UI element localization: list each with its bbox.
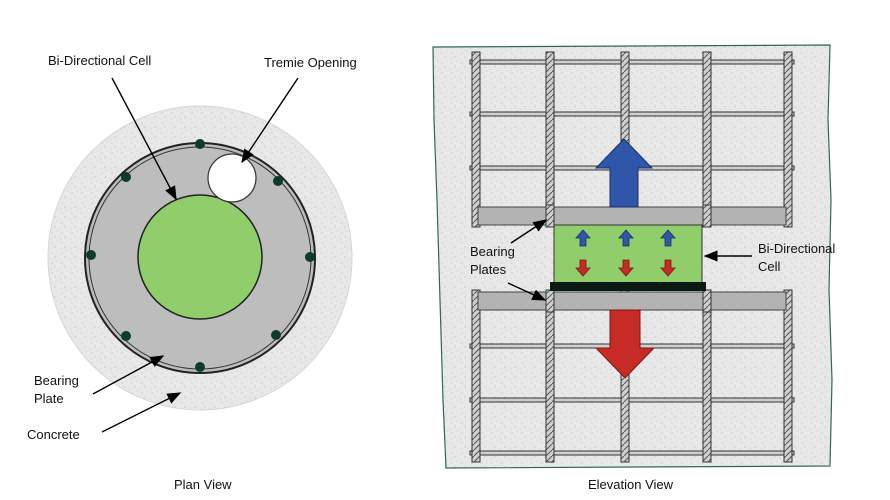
- label-tremie-opening: Tremie Opening: [264, 55, 357, 70]
- small-down-arrow: [618, 259, 634, 277]
- small-up-arrow: [618, 229, 634, 247]
- small-down-arrow: [660, 259, 676, 277]
- rebar-over-plates: [545, 204, 712, 313]
- label-bidirectional-cell: Bi-Directional Cell: [48, 53, 152, 68]
- tie-bar: [469, 450, 795, 456]
- rebar-dot: [121, 331, 131, 341]
- small-up-arrow: [575, 229, 591, 247]
- rebar-vertical: [783, 289, 793, 463]
- label-bearing-plates-line1: Bearing: [470, 244, 515, 259]
- leader-tremie-opening: [241, 77, 299, 164]
- small-down-arrow: [575, 259, 591, 277]
- label-bearing-plate-line2: Plate: [34, 391, 64, 406]
- tie-bar: [469, 111, 795, 117]
- plan-view: [47, 77, 353, 433]
- cell-base-plate: [550, 282, 706, 291]
- lower-bearing-plate: [477, 291, 787, 311]
- cell-down-arrows: [575, 259, 676, 277]
- rebar-dots: [86, 139, 315, 372]
- label-bearing-plates-line2: Plates: [470, 262, 507, 277]
- leader-bearing-plate: [92, 355, 165, 395]
- rebar-vertical: [471, 289, 481, 463]
- rebar-vertical: [783, 51, 793, 228]
- label-concrete: Concrete: [27, 427, 80, 442]
- rebar-vertical: [545, 289, 555, 463]
- bidirectional-cell-circle: [137, 194, 263, 320]
- label-bidirectional-cell-elev-line1: Bi-Directional: [758, 241, 836, 256]
- rebar-dot: [86, 250, 96, 260]
- small-up-arrow: [660, 229, 676, 247]
- rebar-vertical: [545, 51, 555, 228]
- upper-bearing-plate: [477, 206, 787, 226]
- caption-plan-view: Plan View: [174, 477, 232, 492]
- tie-bar: [469, 59, 795, 65]
- elevation-view: [432, 44, 833, 469]
- rebar-vertical: [702, 289, 712, 463]
- rebar-dot: [305, 252, 315, 262]
- rebar-dot: [271, 330, 281, 340]
- caption-elevation-view: Elevation View: [588, 477, 674, 492]
- big-up-arrow: [594, 138, 654, 208]
- leader-concrete: [101, 392, 182, 433]
- rebar-vertical: [471, 51, 481, 228]
- leader-bearing-plates-upper: [510, 219, 548, 244]
- rebar-vertical: [702, 51, 712, 228]
- rebar-dot: [273, 176, 283, 186]
- rebar-dot: [121, 172, 131, 182]
- rebar-dot: [195, 362, 205, 372]
- big-down-arrow: [594, 309, 656, 379]
- label-bearing-plate-line1: Bearing: [34, 373, 79, 388]
- cell-up-arrows: [575, 229, 676, 247]
- label-bidirectional-cell-elev-line2: Cell: [758, 259, 781, 274]
- leader-bearing-plates-lower: [507, 282, 547, 301]
- tremie-opening-circle: [207, 153, 257, 203]
- tie-bar: [469, 397, 795, 403]
- rebar-dot: [195, 139, 205, 149]
- leader-bidirectional-cell: [111, 77, 177, 201]
